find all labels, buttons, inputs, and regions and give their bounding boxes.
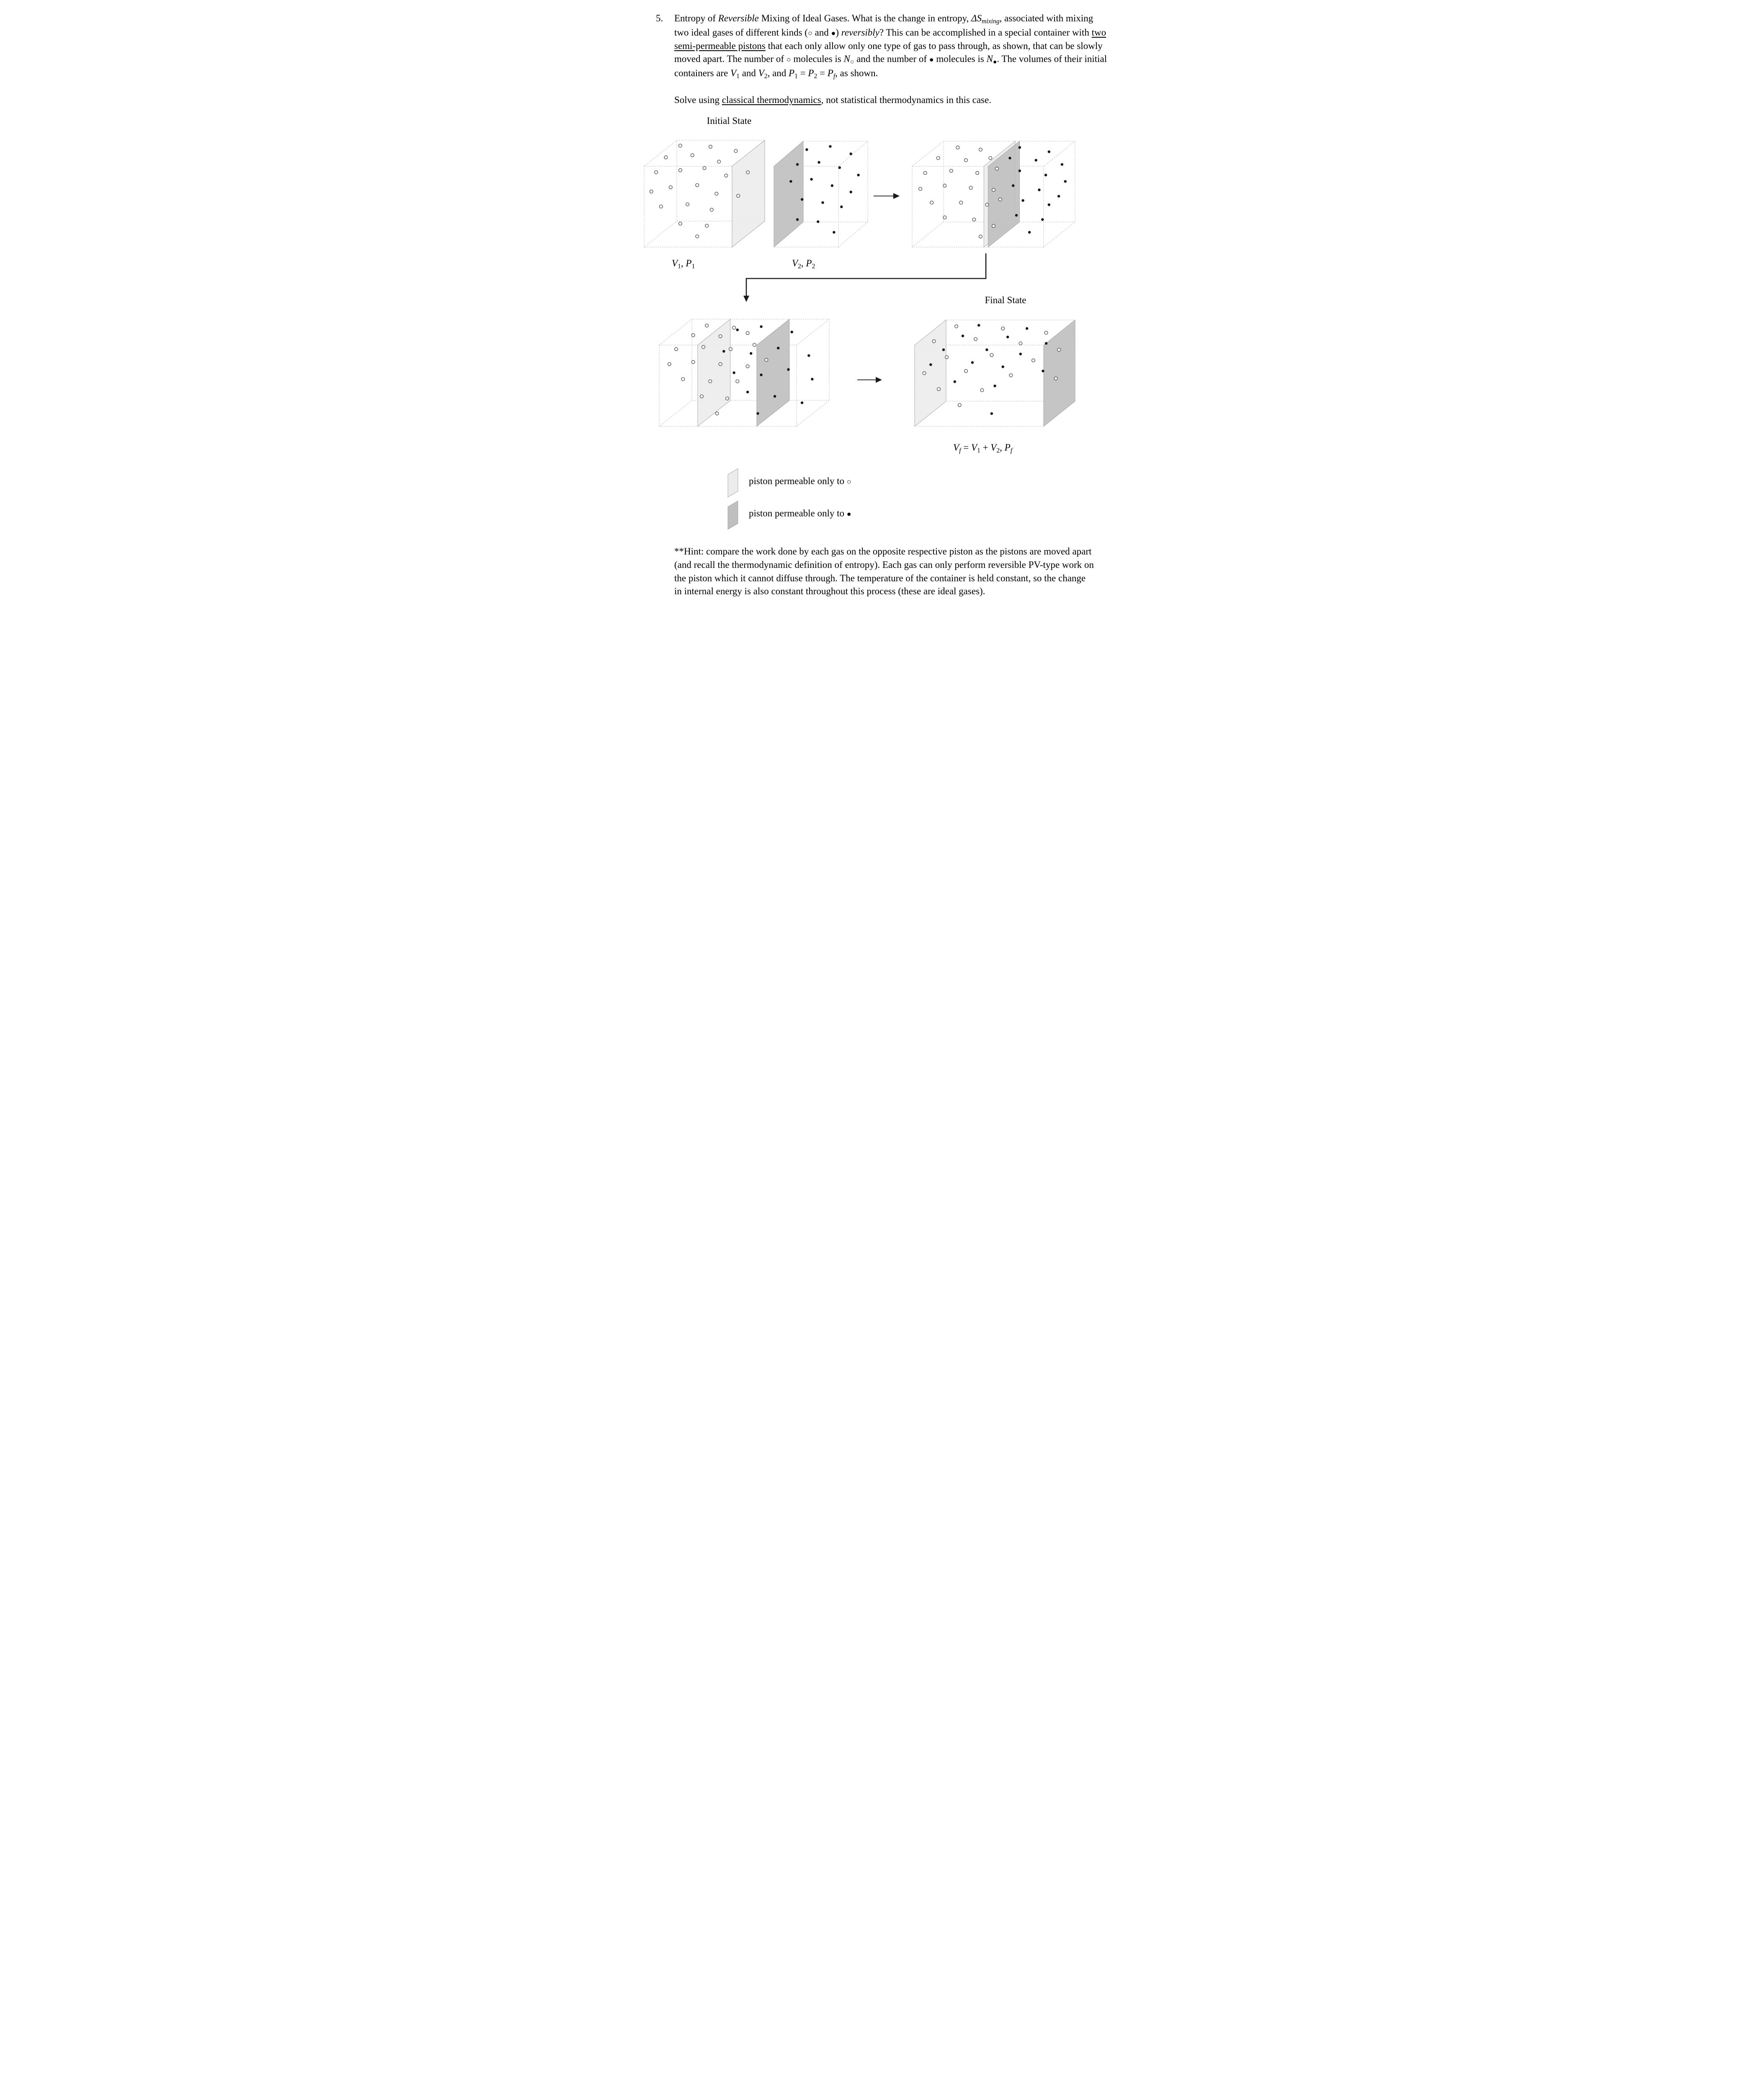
molecules-open bbox=[667, 323, 769, 415]
piston-dark bbox=[1043, 320, 1075, 427]
final-state-label: Final State bbox=[985, 295, 1026, 306]
problem-block: 5. Entropy of Reversible Mixing of Ideal… bbox=[656, 12, 1108, 81]
figure-canvas bbox=[644, 140, 1075, 530]
elbow-connector bbox=[743, 253, 987, 302]
v1p1-label: V1, P1 bbox=[672, 258, 695, 270]
piston-light bbox=[732, 140, 765, 248]
container-edges bbox=[912, 141, 1075, 248]
piston-dark bbox=[756, 319, 790, 427]
molecules-filled bbox=[789, 145, 860, 234]
figure: Initial State V1, P1 V2, P2 Final State … bbox=[643, 115, 1121, 534]
legend-swatch-dark-piston bbox=[727, 500, 738, 530]
container-edges bbox=[659, 319, 830, 427]
problem-statement: Entropy of Reversible Mixing of Ideal Ga… bbox=[674, 13, 1107, 80]
document-page: 5. Entropy of Reversible Mixing of Ideal… bbox=[631, 0, 1133, 662]
solve-instruction: Solve using classical thermodynamics, no… bbox=[674, 95, 991, 106]
molecules-filled bbox=[1008, 146, 1067, 234]
piston-dark bbox=[988, 141, 1020, 248]
vf-label: Vf = V1 + V2, Pf bbox=[953, 442, 1013, 454]
molecules-filled bbox=[722, 325, 814, 415]
molecules-filled bbox=[929, 324, 1048, 415]
gas-container-initial-left bbox=[644, 140, 765, 248]
legend-label-light: piston permeable only to ○ bbox=[749, 476, 851, 487]
gas-container-final bbox=[914, 320, 1075, 427]
gas-container-expanding bbox=[659, 319, 830, 427]
piston-light bbox=[697, 319, 731, 427]
boxes-layer bbox=[644, 140, 1075, 427]
molecules-open bbox=[922, 324, 1061, 407]
molecules-open bbox=[918, 145, 1002, 239]
legend-swatch-light-piston bbox=[727, 468, 738, 498]
piston-dark bbox=[774, 141, 804, 248]
gas-container-joined bbox=[912, 141, 1075, 248]
gas-container-initial-right bbox=[774, 141, 868, 248]
problem-number: 5. bbox=[656, 13, 663, 23]
hint-text: **Hint: compare the work done by each ga… bbox=[674, 546, 1094, 597]
initial-state-label: Initial State bbox=[707, 116, 752, 126]
molecules-open bbox=[649, 144, 750, 239]
piston-light bbox=[914, 320, 946, 427]
v2p2-label: V2, P2 bbox=[792, 258, 815, 270]
legend-label-dark: piston permeable only to ● bbox=[749, 508, 851, 519]
